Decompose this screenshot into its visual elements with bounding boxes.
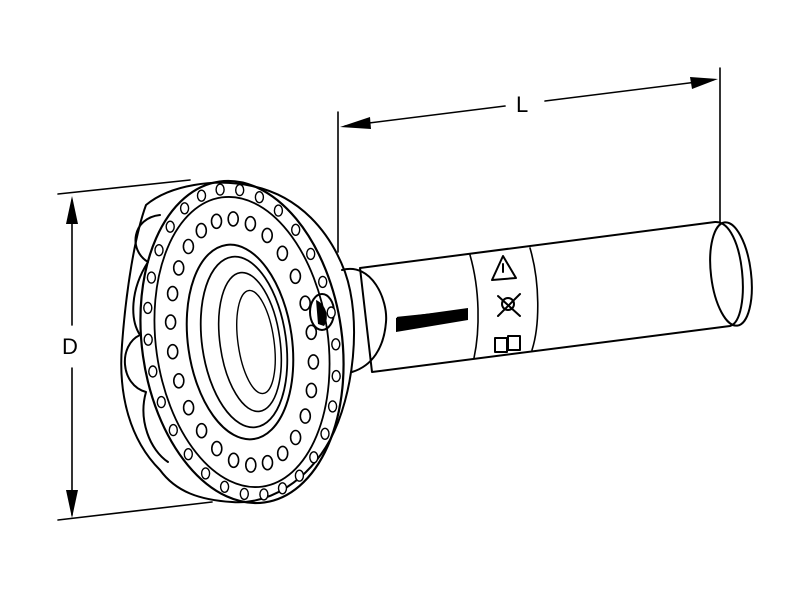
warning-triangle-icon: [491, 255, 517, 281]
perforation-hole: [211, 440, 223, 457]
perforation-hole: [245, 457, 257, 473]
rim-hole: [259, 488, 269, 501]
diameter-dimension: D: [57, 179, 213, 521]
perforation-hole: [307, 354, 320, 370]
length-label: L: [516, 92, 528, 117]
outer-rim: [139, 179, 345, 505]
rim-hole: [294, 469, 305, 482]
perforation-hole: [210, 213, 223, 230]
perforation-hole: [305, 382, 318, 399]
length-dimension: L: [337, 67, 721, 253]
diameter-label: D: [62, 334, 78, 359]
perforation-hole: [166, 285, 179, 302]
rim-hole: [291, 223, 301, 237]
rim-hole: [320, 427, 330, 440]
shaft-end-cap: [709, 221, 753, 327]
rim-hole: [196, 189, 207, 202]
length-arrow-right: [690, 77, 718, 89]
length-arrow-left: [340, 117, 371, 129]
shaft-stripe-edge: [396, 309, 468, 320]
perforation-hole: [182, 399, 195, 416]
perforation-hole: [195, 222, 208, 239]
diameter-extension-bottom: [57, 501, 213, 521]
perforation-hole: [244, 215, 257, 232]
perforation-hole: [195, 422, 208, 439]
perforation-hole: [227, 211, 239, 227]
bore-ring-mid: [199, 255, 289, 429]
perforation-hole: [299, 408, 312, 424]
bore-ring-inner: [217, 271, 283, 413]
rim-hole: [156, 395, 167, 409]
rim-hole: [277, 482, 288, 495]
rim-hole: [318, 275, 328, 289]
perforation-holes: [143, 183, 341, 501]
shaft: [341, 220, 753, 373]
length-dimension-line-left: [344, 105, 506, 127]
rim-hole: [331, 338, 341, 351]
perforation-hole: [182, 238, 195, 255]
rim-hole: [326, 306, 336, 319]
perforation-hole: [276, 445, 289, 462]
rim-hole: [143, 301, 153, 315]
rim-hole: [146, 271, 157, 284]
perforation-hole: [276, 245, 289, 262]
perforation-hole: [305, 324, 318, 341]
perforation-hole: [164, 314, 177, 330]
rim-hole: [273, 204, 284, 217]
diameter-arrow-top: [66, 196, 78, 224]
rim-hole: [148, 365, 158, 378]
side-bolt-shadow: [316, 300, 327, 326]
bore-core: [236, 289, 276, 395]
shaft-body: [359, 220, 744, 373]
warning-symbols: [491, 255, 521, 353]
rim-hole: [306, 247, 316, 261]
hazard-icon: [497, 293, 521, 317]
rim-hole: [200, 467, 211, 480]
diameter-arrow-bottom: [66, 490, 78, 518]
perforation-hole: [299, 295, 312, 312]
manual-book-icon: [494, 335, 521, 353]
rim-hole: [331, 369, 341, 383]
rim-hole: [165, 220, 175, 233]
length-dimension-line-right: [544, 79, 714, 102]
rim-hole: [309, 451, 319, 464]
band-line-1: [469, 254, 479, 359]
rim-hole: [143, 333, 153, 346]
perforation-hole: [166, 343, 179, 360]
rim-hole: [179, 202, 190, 215]
rim-hole: [239, 487, 250, 501]
perforation-hole: [172, 260, 185, 276]
rim-hole: [327, 400, 338, 413]
rim-hole: [183, 448, 194, 461]
band-line-2: [529, 247, 539, 351]
shaft-collar: [341, 267, 388, 373]
perforation-hole: [261, 227, 274, 244]
rim-hole: [215, 183, 225, 196]
rim-hole: [254, 190, 265, 204]
rim-hole: [154, 243, 164, 257]
rim-hole: [219, 480, 230, 493]
shaft-stripe-mark: [396, 308, 468, 332]
bore-ring-outer: [185, 243, 295, 441]
rim-hole: [168, 423, 179, 437]
rim-inner-edge: [153, 196, 331, 488]
perforation-hole: [289, 268, 302, 285]
perforation-hole: [261, 454, 274, 471]
perforation-hole: [289, 429, 302, 446]
rim-hole: [234, 183, 245, 197]
perforation-hole: [173, 372, 185, 389]
diameter-extension-top: [57, 179, 191, 195]
perforation-hole: [227, 452, 240, 469]
flange-wheel: [120, 179, 356, 505]
